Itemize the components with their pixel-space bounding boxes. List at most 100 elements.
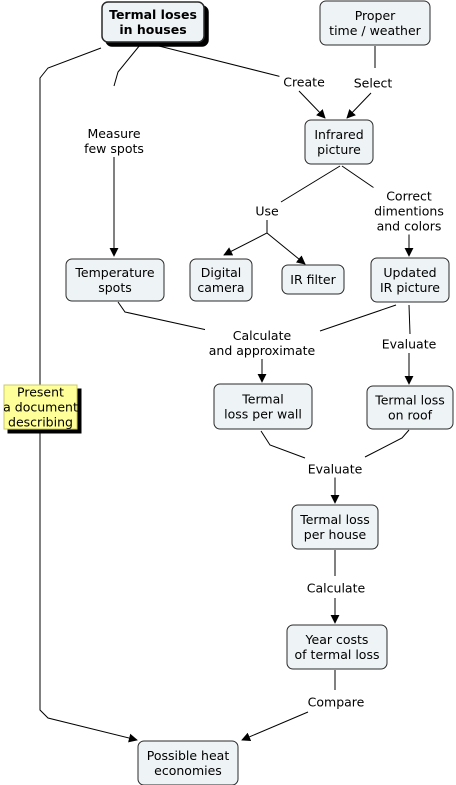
edge-label-text: dimentions (374, 204, 444, 219)
edge-label-background (78, 125, 150, 157)
node-text: Updated (383, 265, 436, 280)
edge-label-text: few spots (84, 141, 144, 156)
connector-line (260, 430, 306, 459)
connector-line (117, 301, 208, 331)
node-text: Termal loss (299, 512, 370, 527)
connector-line (113, 44, 141, 87)
edge-label-background (205, 327, 319, 359)
connector-line (266, 232, 306, 265)
node-text: of termal loss (295, 647, 380, 662)
node-text: Termal loses (109, 7, 197, 22)
node-box (65, 258, 165, 302)
node-box (286, 624, 388, 670)
node-box (137, 740, 239, 785)
connector-line (408, 304, 411, 335)
edge-label-background (300, 579, 372, 597)
node-text: Digital (201, 265, 242, 280)
node-box (319, 0, 431, 46)
connector-line (346, 92, 372, 119)
node-box (370, 257, 450, 303)
edge-label-text: Evaluate (382, 337, 437, 352)
node-text: a document (3, 400, 78, 415)
connector-line (364, 429, 410, 458)
edge-label-text: Calculate (307, 581, 366, 596)
node-text: on roof (388, 408, 433, 423)
node-text: economies (154, 763, 222, 778)
edge-label-background (377, 335, 441, 353)
edge-label-evaluate2: Evaluate (303, 460, 367, 478)
edge-label-text: Select (354, 76, 393, 91)
edge-label-calculate: Calculate (300, 579, 372, 597)
node-text: time / weather (329, 23, 421, 38)
node-text: IR picture (380, 280, 440, 295)
edge-label-background (303, 460, 367, 478)
node-text: Present (17, 385, 64, 400)
edge-label-background (348, 74, 398, 92)
connector-line (223, 220, 268, 256)
node-text: per house (304, 527, 367, 542)
node-box (281, 264, 345, 295)
edge-label-text: Correct (386, 189, 432, 204)
edge-label-text: and colors (377, 219, 442, 234)
connector-line (298, 90, 326, 119)
node-text: Termal loss (374, 393, 445, 408)
edge-label-text: Measure (87, 126, 140, 141)
edge-label-text: Calculate (233, 328, 292, 343)
node-text: describing (8, 415, 73, 430)
edge-label-background (370, 187, 448, 235)
node-box (213, 383, 313, 430)
node-text: spots (98, 280, 132, 295)
node-box (304, 119, 374, 165)
edge-label-background (279, 73, 329, 91)
edge-label-evaluate1: Evaluate (377, 335, 441, 353)
node-text: camera (197, 280, 244, 295)
edge-label-background (253, 202, 281, 220)
edge-label-background (307, 693, 365, 711)
connector-line (319, 304, 397, 332)
connector-line (280, 165, 341, 203)
edge-label-select: Select (348, 74, 398, 92)
node-text: Infrared (314, 127, 363, 142)
connector-line (154, 44, 283, 78)
node-box (291, 504, 379, 550)
node-text: Year costs (305, 632, 369, 647)
node-box (366, 385, 454, 430)
node-text: Termal (241, 392, 283, 407)
edge-label-text: Use (255, 204, 279, 219)
edge-label-create: Create (279, 73, 329, 91)
edge-label-text: Evaluate (308, 462, 363, 477)
edge-label-text: Create (283, 75, 325, 90)
node-text: Possible heat (147, 748, 230, 763)
node-box (189, 258, 253, 302)
connector-line (241, 711, 309, 741)
node-text: Temperature (74, 265, 154, 280)
node-text: Proper (355, 8, 396, 23)
node-text: picture (317, 142, 361, 157)
node-text: loss per wall (224, 407, 302, 422)
edge-label-text: Compare (308, 695, 365, 710)
node-irfilter[interactable]: IR filter (281, 264, 345, 295)
node-box (101, 1, 205, 43)
node-text: in houses (119, 22, 186, 37)
edge-label-compare: Compare (307, 693, 365, 711)
node-text: IR filter (290, 272, 336, 287)
edge-label-use: Use (253, 202, 281, 220)
node-box (3, 384, 78, 430)
